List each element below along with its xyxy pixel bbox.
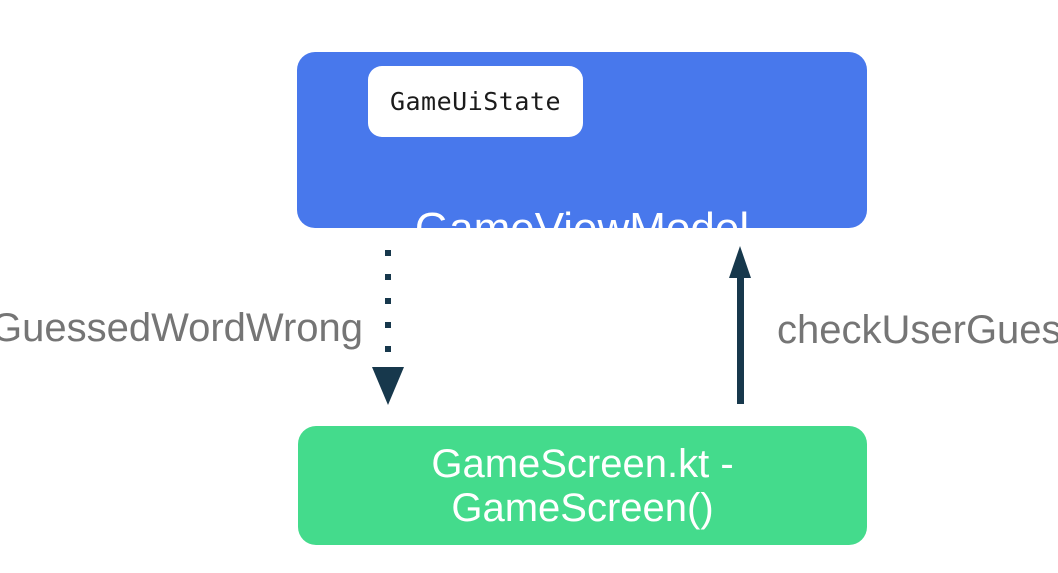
- event-flow-arrowhead-icon: [729, 246, 751, 278]
- screen-box: GameScreen.kt - GameScreen(): [298, 426, 867, 545]
- state-flow-arrowhead-icon: [372, 367, 404, 405]
- event-flow-line: [737, 276, 744, 404]
- screen-box-label-line2: GameScreen(): [451, 485, 714, 530]
- uistate-chip-label: GameUiState: [389, 87, 562, 116]
- state-flow-label: isGuessedWordWrong: [0, 306, 363, 350]
- event-flow-label: checkUserGuess(): [777, 308, 1058, 352]
- viewmodel-box-label: GameViewModel: [414, 204, 750, 253]
- state-flow-dotted-line: [385, 250, 391, 354]
- uistate-chip: GameUiState: [368, 66, 583, 137]
- viewmodel-box: GameUiState GameViewModel: [297, 52, 867, 253]
- screen-box-label-line1: GameScreen.kt -: [431, 441, 734, 486]
